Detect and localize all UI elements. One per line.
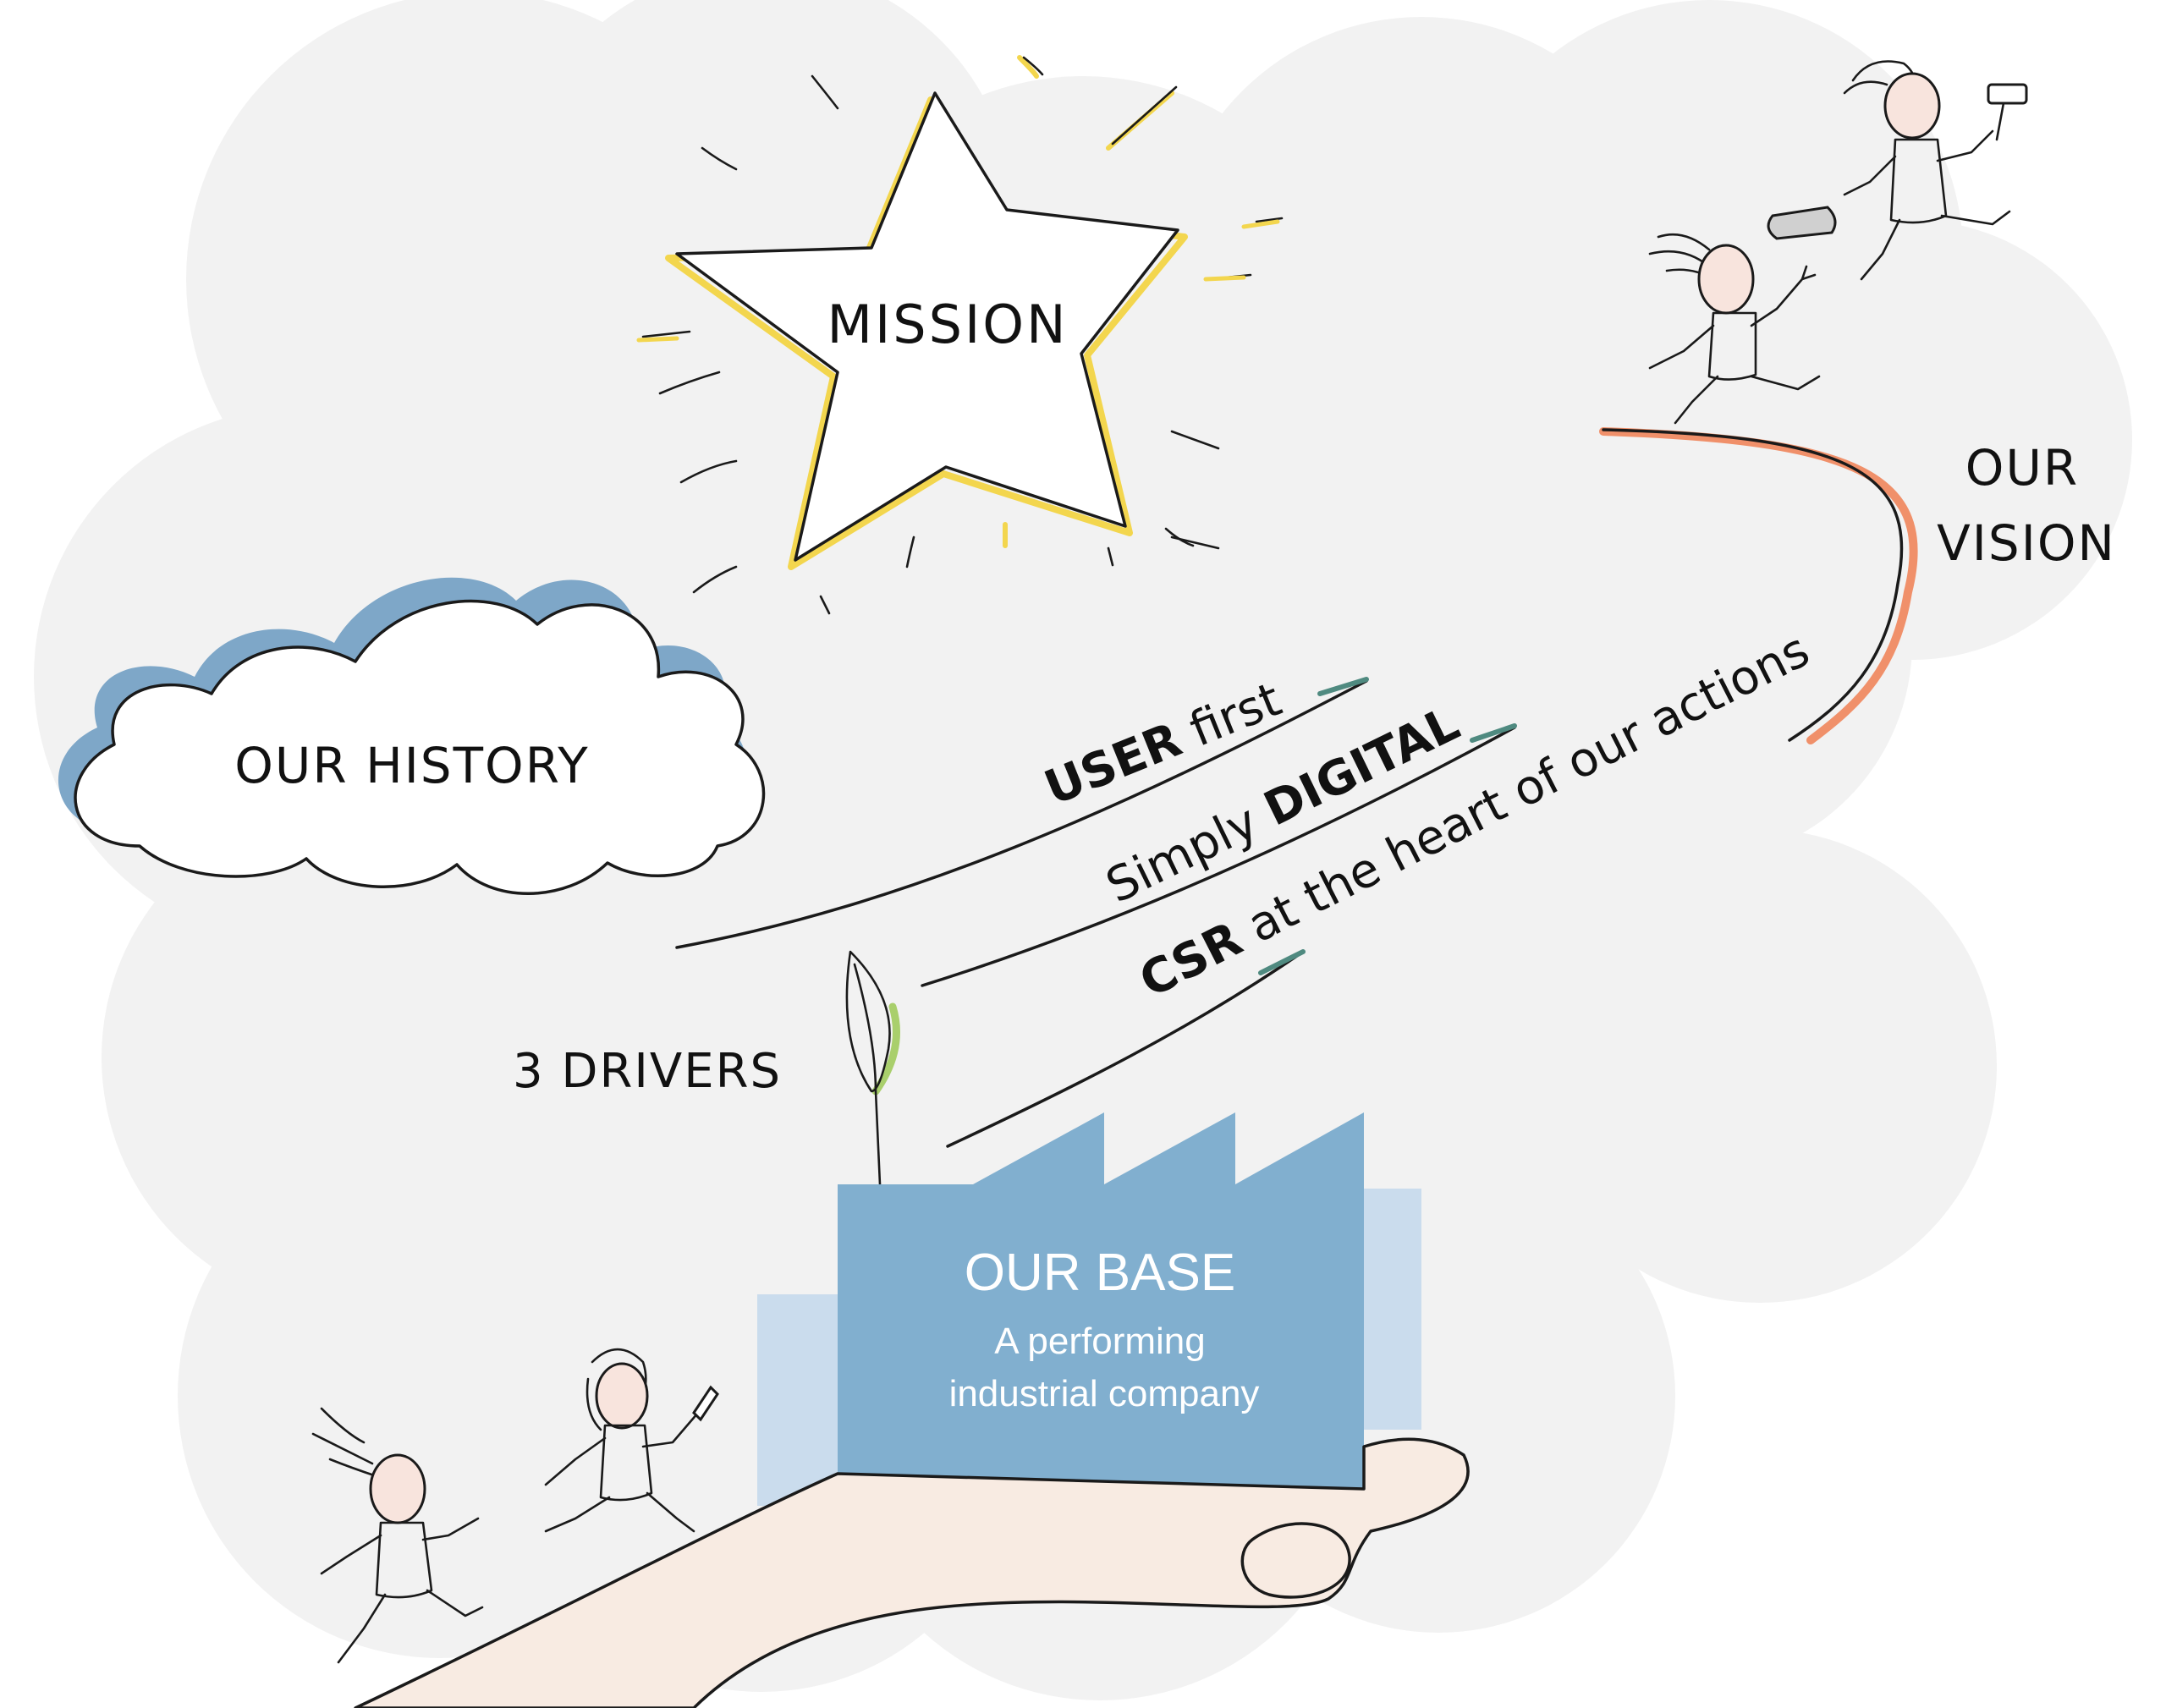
- hand-thumb: [1240, 1522, 1351, 1599]
- factory-back-right: [1354, 1189, 1421, 1430]
- vision-path: OUR VISION: [1599, 427, 2116, 744]
- base-subtitle-line2: industrial company: [949, 1373, 1260, 1414]
- running-person-icon: [1843, 60, 2011, 281]
- vision-label-line1: OUR: [1965, 439, 2079, 497]
- running-person-icon: [1648, 233, 1821, 425]
- vision-curve-accent: [1599, 427, 1918, 744]
- hammer-icon: [1987, 83, 2028, 141]
- mission-star: MISSION: [636, 55, 1284, 615]
- history-label: OUR HISTORY: [234, 737, 589, 794]
- pencil-icon: [692, 1385, 719, 1422]
- star-glow-rays: [636, 55, 1284, 615]
- running-person-icon: [311, 1407, 484, 1664]
- briefcase-icon: [1767, 206, 1837, 240]
- vision-curve: [1602, 428, 1904, 742]
- cloud-icon: [74, 599, 766, 895]
- base-title: OUR BASE: [965, 1244, 1235, 1302]
- our-base: OUR BASE A performing industrial company: [354, 1112, 1470, 1708]
- leaf-icon: [845, 950, 900, 1186]
- star-icon: [675, 91, 1179, 562]
- running-person-icon: [544, 1348, 700, 1533]
- hand-icon: [354, 1437, 1470, 1708]
- mission-label: MISSION: [827, 294, 1069, 355]
- drivers-label: 3 DRIVERS: [513, 1044, 782, 1099]
- history-cloud: OUR HISTORY: [58, 577, 766, 895]
- base-subtitle-line1: A performing: [994, 1321, 1205, 1362]
- factory-icon: [838, 1112, 1364, 1489]
- vision-label-line2: VISION: [1937, 514, 2116, 572]
